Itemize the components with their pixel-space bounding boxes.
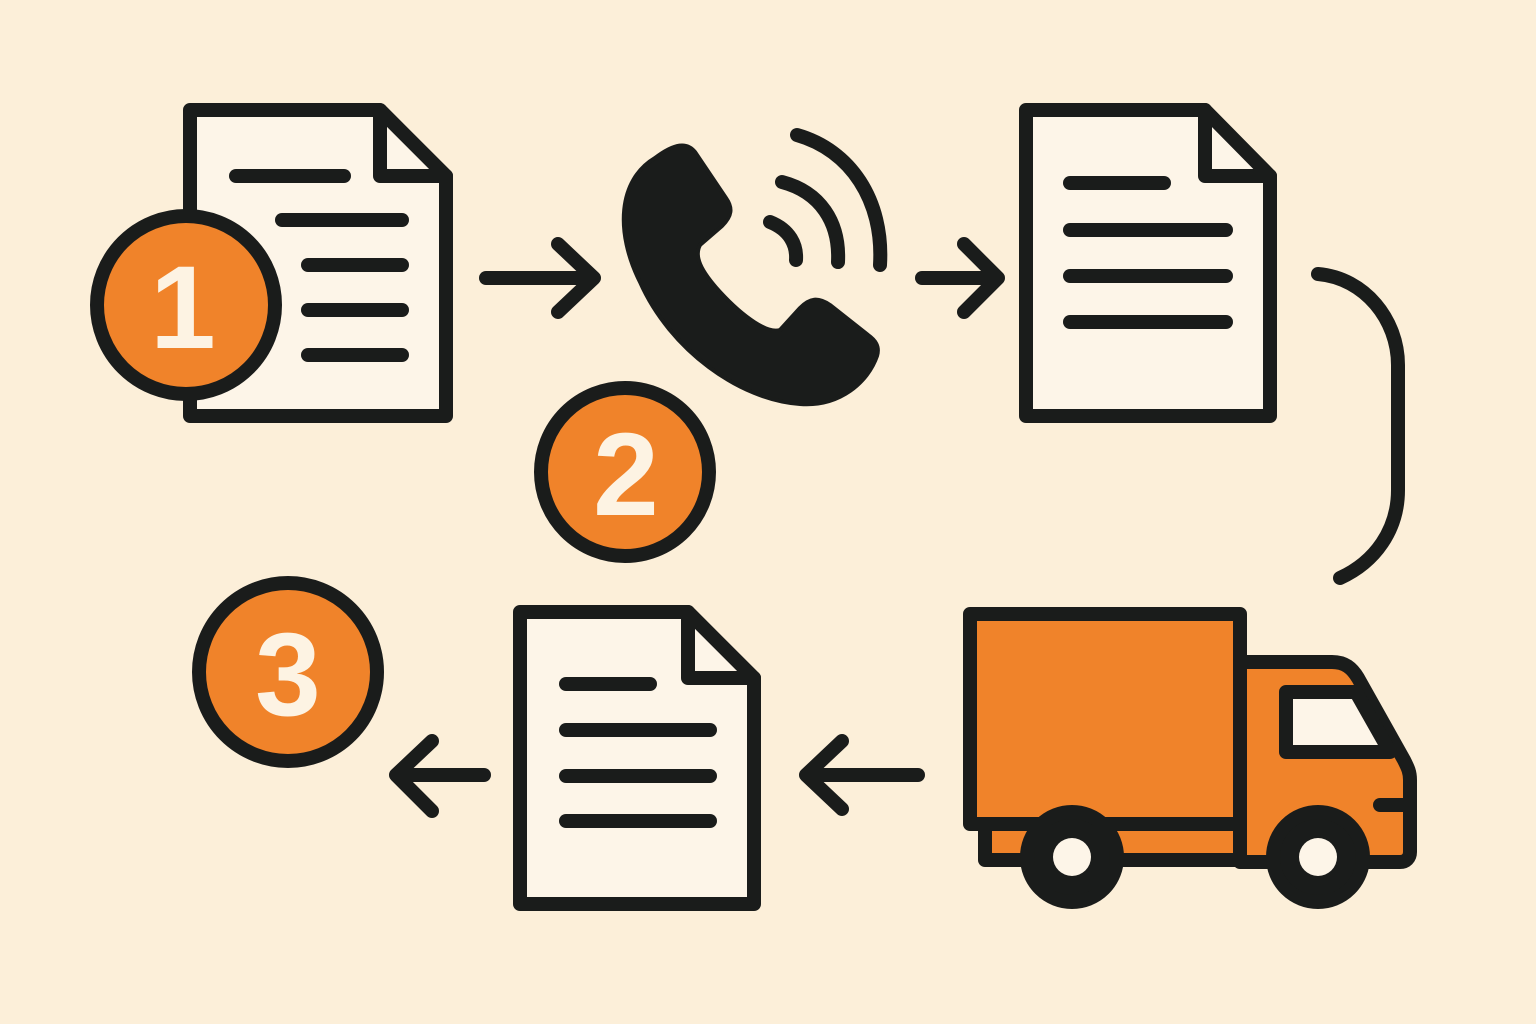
step-number-3: 3 (255, 609, 321, 741)
phone-icon (621, 128, 888, 407)
document-icon-2 (1019, 103, 1277, 423)
step-number-1: 1 (150, 242, 216, 374)
step-badge-1 (90, 209, 282, 401)
truck-icon (963, 607, 1417, 909)
step-badge-2 (534, 381, 716, 563)
arrow-right-icon-2 (915, 237, 1005, 319)
connector-curve (1311, 267, 1405, 585)
step-badge-3 (192, 576, 384, 768)
document-icon-3 (513, 605, 761, 911)
arrow-left-icon-1 (799, 734, 925, 816)
arrow-left-icon-2 (389, 734, 491, 818)
step-number-2: 2 (593, 409, 659, 541)
arrow-right-icon-1 (479, 237, 601, 319)
